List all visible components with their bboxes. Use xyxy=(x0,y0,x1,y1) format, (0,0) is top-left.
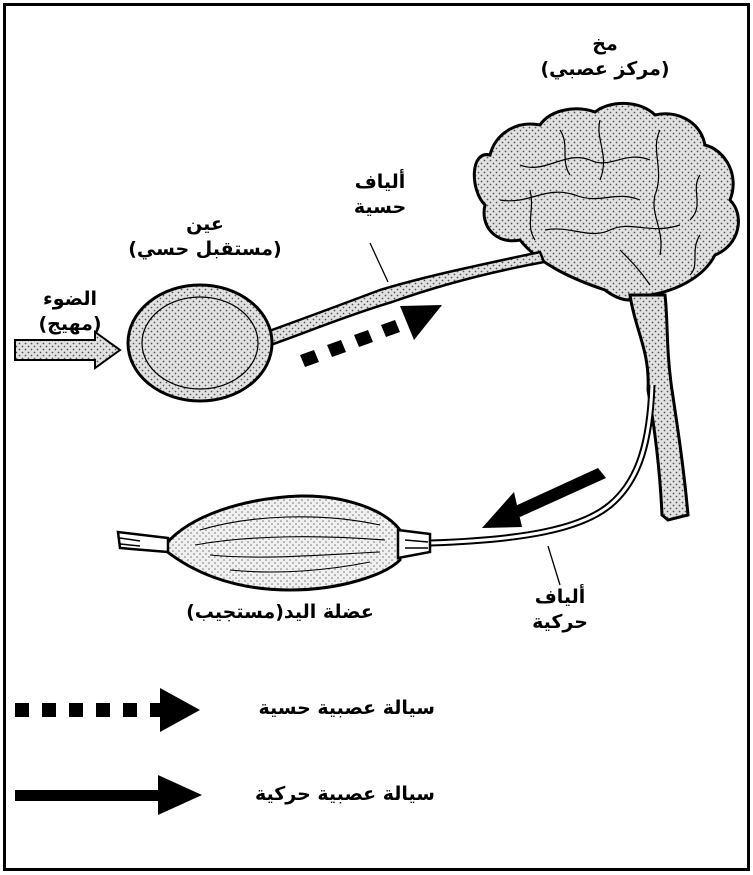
eye-label: عين (مستقبل حسي) xyxy=(115,212,295,262)
motor-fibers-label: ألياف حركية xyxy=(500,585,620,635)
eye-title: عين xyxy=(115,212,295,237)
brain-label: مخ (مركز عصبي) xyxy=(510,32,700,82)
sensory-nerve xyxy=(258,252,544,348)
muscle xyxy=(118,496,430,590)
brain xyxy=(474,103,738,300)
legend-motor-symbol xyxy=(15,775,202,815)
eye-subtitle: (مستقبل حسي) xyxy=(115,237,295,262)
legend-motor-label: سيالة عصبية حركية xyxy=(225,783,435,805)
sensory-fibers-pointer xyxy=(370,243,388,282)
motor-fibers-pointer xyxy=(548,546,560,585)
sensory-fibers-label: ألياف حسية xyxy=(330,170,430,220)
muscle-label: عضلة اليد(مستجيب) xyxy=(160,600,400,625)
spinal-cord xyxy=(630,295,688,520)
brain-shape xyxy=(474,103,738,300)
muscle-tendon-right xyxy=(398,530,430,558)
light-stimulus-arrow xyxy=(15,332,120,368)
eye-outer xyxy=(128,285,272,401)
sensory-fibers-line2: حسية xyxy=(330,195,430,220)
light-label: الضوء (مهيج) xyxy=(15,287,125,337)
eye xyxy=(128,285,272,401)
muscle-shape xyxy=(165,496,400,590)
sensory-fibers-line1: ألياف xyxy=(330,170,430,195)
motor-fibers-line2: حركية xyxy=(500,610,620,635)
brain-title: مخ xyxy=(510,32,700,57)
motor-fibers-line1: ألياف xyxy=(500,585,620,610)
muscle-tendon-left xyxy=(118,532,168,552)
legend-sensory-symbol xyxy=(15,688,200,732)
light-subtitle: (مهيج) xyxy=(15,312,125,337)
legend-sensory-label: سيالة عصبية حسية xyxy=(225,697,435,719)
motor-nerve xyxy=(430,385,652,543)
brain-subtitle: (مركز عصبي) xyxy=(510,57,700,82)
light-title: الضوء xyxy=(15,287,125,312)
